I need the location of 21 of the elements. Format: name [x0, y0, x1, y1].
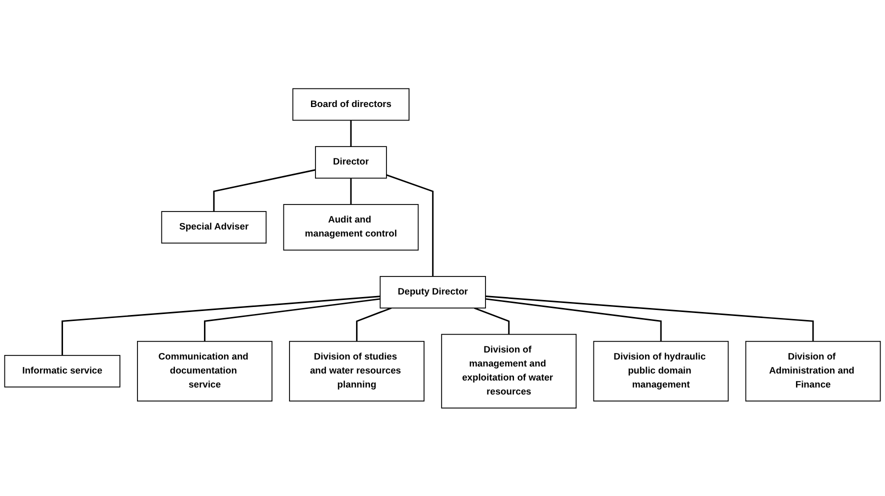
connector — [350, 178, 352, 204]
node-box: Informatic service — [4, 354, 120, 388]
node-box: Communication and documentation service — [137, 340, 272, 402]
node-box: Division of studies and water resources planning — [289, 340, 424, 402]
connector — [386, 174, 434, 276]
node-box: Deputy Director — [380, 276, 486, 308]
connector — [485, 295, 814, 341]
connector — [213, 168, 316, 212]
connector — [62, 295, 380, 356]
node-box: Division of hydraulic public domain management — [593, 340, 729, 402]
connector — [485, 298, 662, 341]
node-box: Director — [315, 146, 387, 178]
connector — [204, 298, 380, 341]
connector — [350, 120, 352, 146]
node-box: Special Adviser — [161, 210, 267, 244]
node-box: Board of directors — [292, 88, 410, 120]
node-box: Division of Administration and Finance — [745, 340, 881, 402]
connector — [356, 306, 392, 341]
node-box: Division of management and exploitation of water resources — [441, 334, 577, 408]
connector — [474, 306, 510, 334]
node-box: Audit and management control — [283, 204, 419, 250]
